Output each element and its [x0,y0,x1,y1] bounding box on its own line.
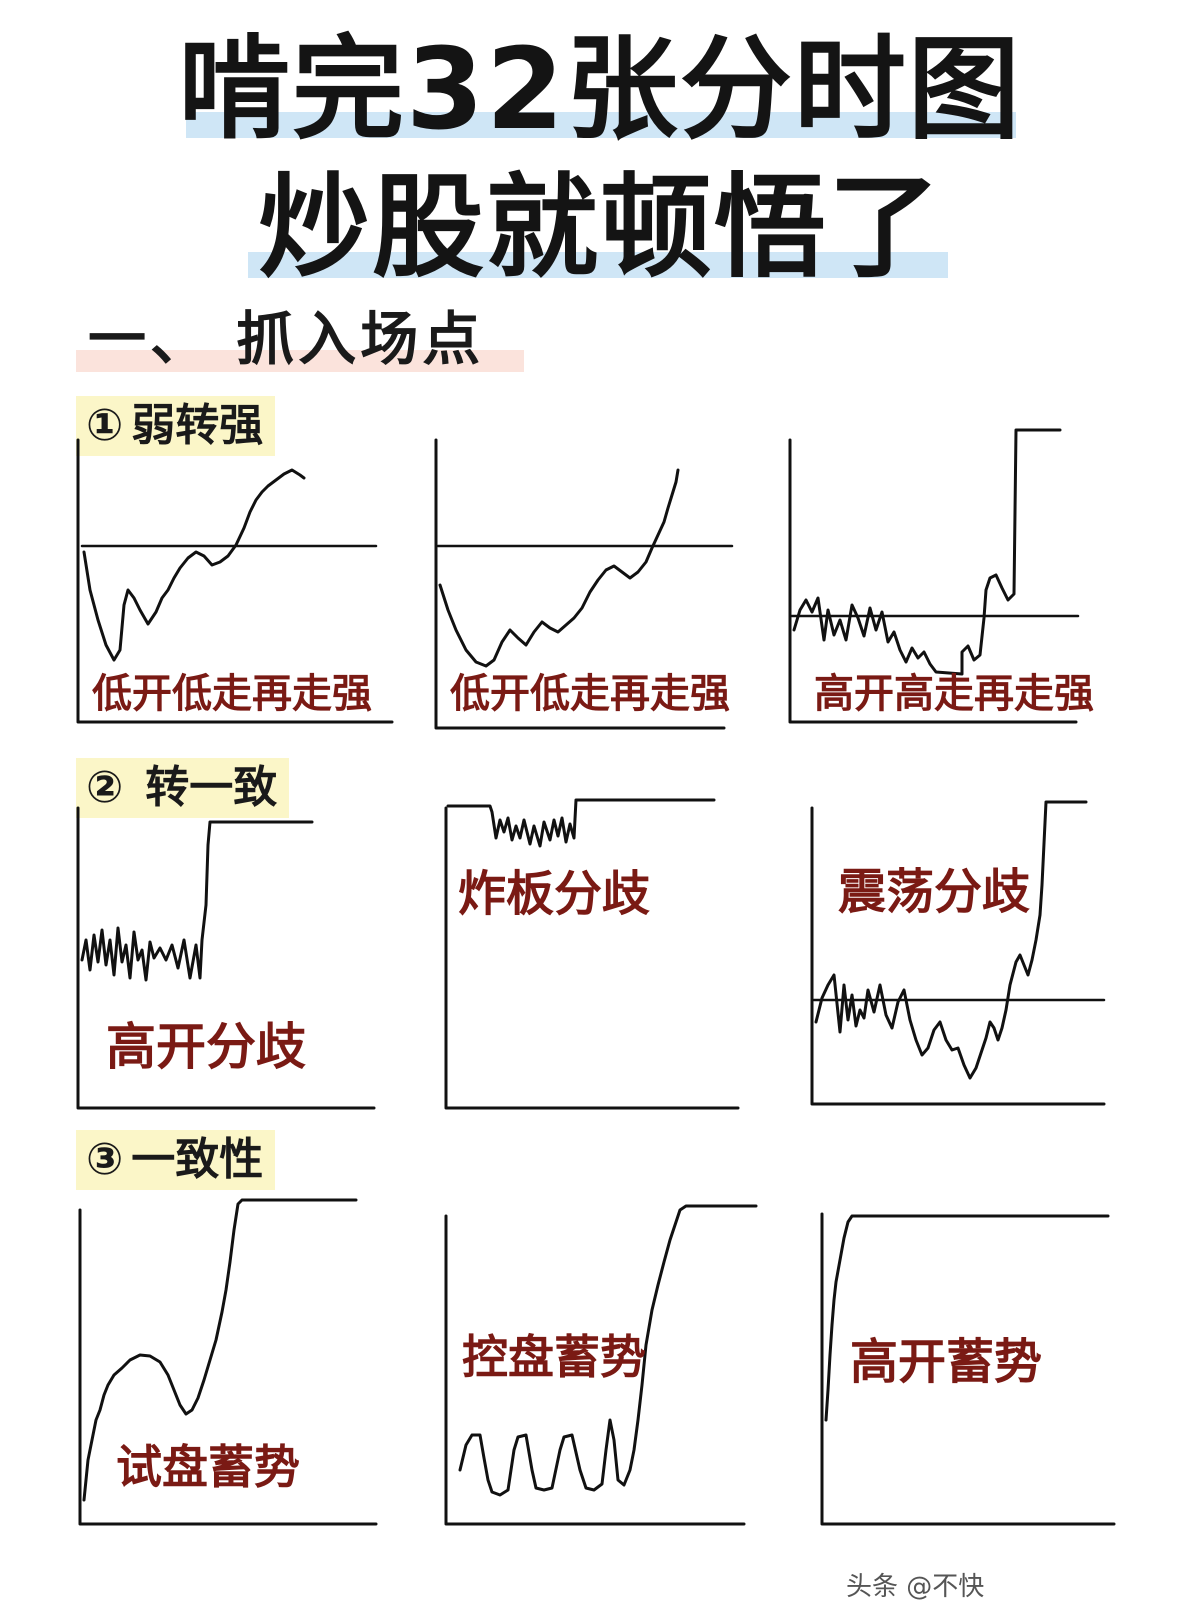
title-highlight-2 [248,252,948,278]
panel-7-label: 试盘蓄势 [116,1440,300,1494]
panel-8-axes [444,1214,746,1526]
category-badge-to-consensus: ② 转一致 [76,758,290,819]
panel-9-axes [820,1212,1116,1526]
panel-1-label: 低开低走再走强 [92,671,372,717]
panel-4-axes [76,806,376,1110]
panel-2-axes [434,438,726,730]
section-highlight [76,350,524,372]
panel-8-chart [444,1204,758,1526]
panel-2-curve [438,468,680,668]
title-line-1: 啃完32张分时图 [178,25,1022,155]
category-number: ① [86,400,124,451]
panel-3-label: 高开高走再走强 [814,671,1094,717]
panel-4-label: 高开分歧 [106,1018,306,1076]
panel-5-axes [444,806,740,1110]
panel-9-chart [820,1212,1116,1526]
panel-3-axes [788,438,1078,724]
title-line-2: 炒股就顿悟了 [258,163,942,293]
panel-3-curve [792,428,1062,676]
panel-2-label: 低开低走再走强 [450,671,730,717]
panel-4-chart [76,806,376,1110]
category-number: ③ [86,1134,124,1185]
panel-6-label: 震荡分歧 [838,864,1031,920]
panel-7-curve [82,1198,358,1502]
category-number: ② [86,762,124,813]
category-label: 转一致 [145,762,278,813]
category-label: 一致性 [131,1134,264,1185]
panel-6-axes [810,806,1106,1106]
panel-9-label: 高开蓄势 [850,1334,1043,1390]
panel-5-curve [446,798,716,848]
panel-5-chart [444,798,740,1110]
panel-3-chart [788,428,1080,724]
panel-6-chart [810,800,1106,1106]
panel-7-chart [78,1198,378,1526]
panel-1-curve [82,468,306,662]
panel-7-axes [78,1208,378,1526]
panel-9-curve [824,1214,1110,1422]
section-heading: 一、 抓入场点 [88,305,485,373]
category-label: 弱转强 [131,400,264,451]
panel-5-label: 炸板分歧 [458,866,651,922]
panel-8-curve [458,1204,758,1497]
panel-1-axes [76,438,394,724]
panel-4-curve [80,820,314,982]
panel-2-chart [434,438,734,730]
panel-1-chart [76,438,394,724]
title-highlight-1 [186,112,1016,138]
footer-watermark: 头条 @不快 [846,1572,985,1602]
panel-6-curve [814,800,1088,1080]
panel-8-label: 控盘蓄势 [462,1330,646,1384]
